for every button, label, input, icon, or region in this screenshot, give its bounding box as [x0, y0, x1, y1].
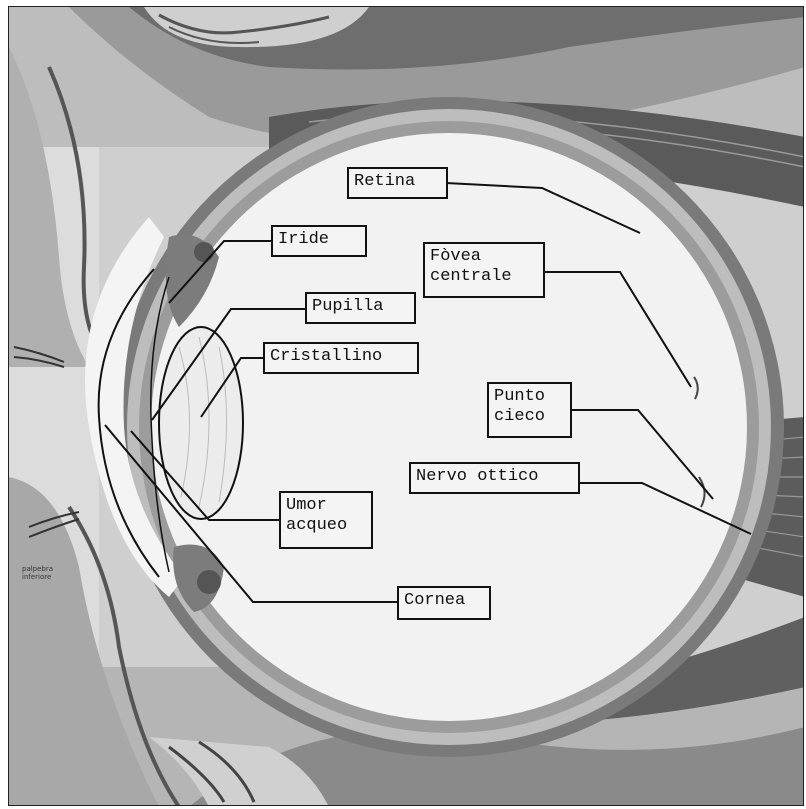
side-text-line2: inferiore: [22, 573, 51, 581]
label-punto-cieco: Punto cieco: [487, 382, 572, 438]
label-retina-text: Retina: [354, 172, 415, 191]
label-cornea: Cornea: [397, 586, 491, 620]
label-fovea-centrale: Fòvea centrale: [423, 242, 545, 298]
eye-cross-section-illustration: [9, 7, 804, 806]
label-punto-line2: cieco: [494, 407, 545, 426]
palpebra-inferiore-text: palpebra inferiore: [22, 565, 53, 581]
label-pupilla-text: Pupilla: [312, 297, 383, 316]
label-cornea-text: Cornea: [404, 591, 465, 610]
lens: [159, 327, 243, 519]
label-umor-line1: Umor: [286, 496, 327, 515]
label-punto-line1: Punto: [494, 387, 545, 406]
label-cristallino: Cristallino: [263, 342, 419, 374]
label-nervo-ottico: Nervo ottico: [409, 462, 580, 494]
label-umor-acqueo: Umor acqueo: [279, 491, 373, 549]
label-nervo-ottico-text: Nervo ottico: [416, 467, 538, 486]
label-retina: Retina: [347, 167, 448, 199]
label-iride-text: Iride: [278, 230, 329, 249]
side-text-line1: palpebra: [22, 565, 53, 573]
label-pupilla: Pupilla: [305, 292, 416, 324]
eye-diagram-frame: palpebra inferiore Retina Iride Fòvea ce…: [8, 6, 804, 806]
label-cristallino-text: Cristallino: [270, 347, 382, 366]
label-iride: Iride: [271, 225, 367, 257]
label-fovea-line1: Fòvea: [430, 247, 481, 266]
label-fovea-line2: centrale: [430, 267, 512, 286]
label-umor-line2: acqueo: [286, 516, 347, 535]
